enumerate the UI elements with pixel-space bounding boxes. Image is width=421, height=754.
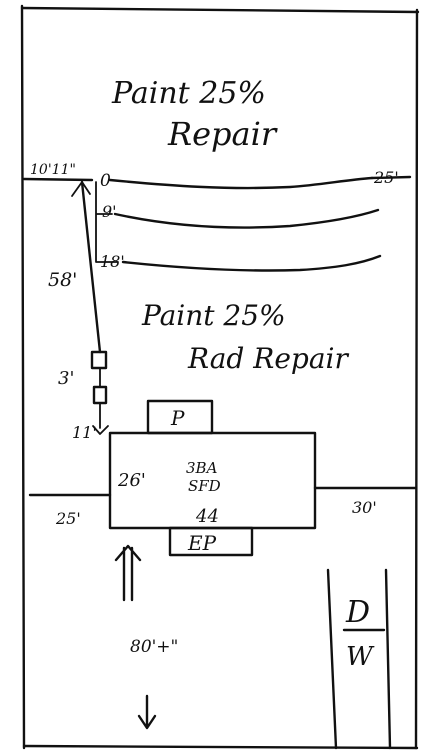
right-setback-label: 30' <box>352 498 377 517</box>
house-type-line2: SFD <box>188 477 221 495</box>
page-border-top <box>20 6 420 14</box>
paint-note-mid-line2: Rad Repair <box>187 342 349 375</box>
top-left-reference-line <box>22 177 94 182</box>
page-border-bottom <box>22 744 419 750</box>
dimension-arrow-11-head <box>92 425 109 435</box>
page-border-left <box>20 4 26 750</box>
porch-tab-bottom <box>168 526 254 557</box>
paint-note-mid-line1: Paint 25% <box>141 299 286 332</box>
porch-tab-bottom-label: EP <box>187 531 217 555</box>
line-0 <box>108 176 374 190</box>
dw-label-bottom: W <box>346 642 375 672</box>
paint-note-top-line1: Paint 25% <box>111 76 266 111</box>
paint-note-top-line2: Repair <box>167 115 278 153</box>
dw-right-line <box>384 568 392 750</box>
small-rect-upper <box>90 350 108 370</box>
left-setback-label: 25' <box>55 509 81 528</box>
dw-left-line <box>326 568 338 750</box>
front-dimension-up-arrow <box>114 544 142 602</box>
front-dimension-down-arrow <box>137 694 157 730</box>
dimension-label-3: 3' <box>58 368 74 389</box>
line-0-tail <box>370 175 412 180</box>
front-dimension-label: 80'+" <box>130 637 178 657</box>
dimension-arrow-58-head <box>71 181 91 197</box>
dimension-label-58: 58' <box>48 269 77 291</box>
porch-tab-top-label: P <box>170 406 185 430</box>
page-border-right <box>414 8 419 750</box>
line-18 <box>121 254 382 272</box>
right-distance-top: 25' <box>373 168 399 187</box>
dw-label-top: D <box>345 595 370 630</box>
house-depth-label: 26' <box>117 470 146 491</box>
dimension-label-11: 11' <box>72 423 97 442</box>
house-type-line1: 3BA <box>186 459 218 477</box>
house-width-label: 44 <box>195 506 219 527</box>
line-label-0: 0 <box>100 171 111 191</box>
connector-stem <box>95 181 119 263</box>
line-9 <box>113 208 380 229</box>
dimension-arrow-58 <box>80 180 102 354</box>
left-coordinate-label: 10'11" <box>30 162 76 178</box>
small-rect-lower <box>92 385 108 405</box>
line-label-9: 9' <box>102 202 117 221</box>
